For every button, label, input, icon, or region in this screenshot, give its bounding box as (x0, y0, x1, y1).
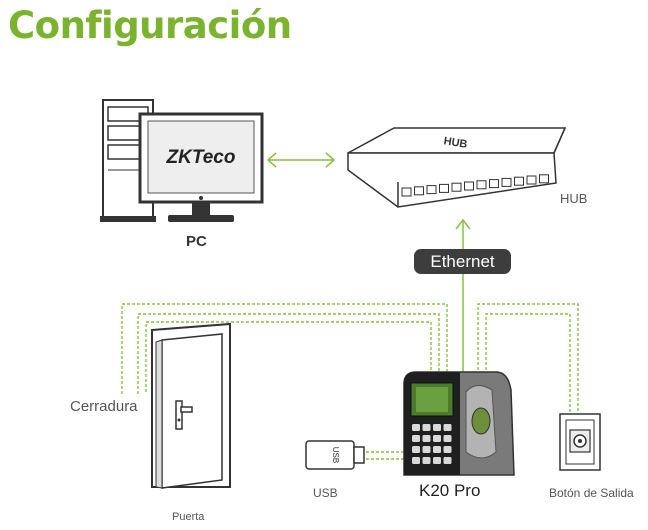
keypad-key (443, 446, 452, 453)
hub-port (414, 186, 424, 196)
wiring (121, 303, 579, 460)
hub-port (489, 179, 499, 189)
hub-device: HUB (347, 127, 567, 208)
k20-device (403, 371, 515, 476)
keypad-key (443, 424, 452, 431)
title: Configuración (8, 4, 292, 47)
keypad-key (412, 435, 420, 442)
hub-port (451, 182, 462, 192)
pc-label: PC (186, 233, 207, 250)
usb-label: USB (313, 486, 338, 500)
device-label: K20 Pro (419, 481, 481, 500)
exit-button-device (559, 413, 601, 471)
hub-port (439, 183, 449, 193)
keypad-key (443, 457, 452, 464)
zkteco-logo: ZKTeco (166, 147, 236, 168)
hub-port (514, 176, 524, 186)
keypad-key (422, 424, 431, 431)
hub-port (539, 174, 549, 184)
hub-port (526, 175, 537, 185)
hub-port (476, 180, 487, 190)
keypad-key (433, 446, 441, 453)
ethernet-connection (455, 218, 471, 380)
hub-port (401, 187, 412, 197)
hub-port (426, 185, 437, 195)
hub-port (501, 177, 512, 187)
hub-label: HUB (560, 191, 588, 206)
keypad-key (422, 435, 431, 442)
keypad-key (422, 446, 431, 453)
usb-stick: USB (305, 440, 365, 470)
usb-stick-text: USB (331, 447, 340, 463)
hub-port (464, 181, 474, 191)
keypad-key (412, 424, 420, 431)
keypad-key (412, 457, 420, 464)
ethernet-label: Ethernet (414, 249, 511, 274)
exit-button-label: Botón de Salida (549, 486, 634, 500)
pc-hub-connection (266, 152, 336, 168)
hub-box-text: HUB (443, 135, 468, 151)
lock-label: Cerradura (70, 398, 138, 415)
keypad-key (433, 435, 441, 442)
keypad-key (422, 457, 431, 464)
keypad-key (433, 424, 441, 431)
pc-monitor: ZKTeco (138, 112, 264, 222)
keypad-key (433, 457, 441, 464)
keypad-key (443, 435, 452, 442)
keypad-key (412, 446, 420, 453)
door (151, 322, 231, 489)
door-label: Puerta (172, 511, 205, 523)
